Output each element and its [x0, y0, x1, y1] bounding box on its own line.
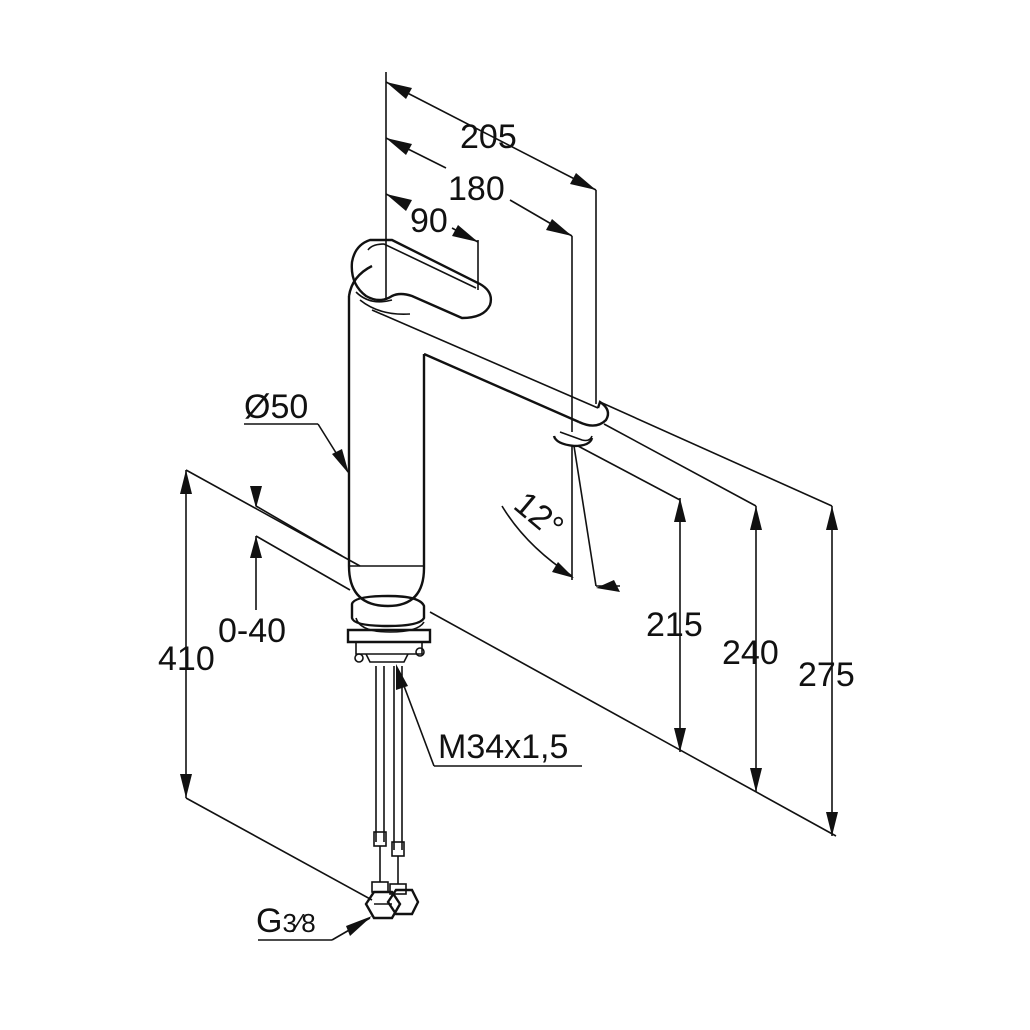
connection-fraction: 3⁄8 — [282, 908, 315, 938]
dim-diameter-label: Ø50 — [244, 388, 308, 426]
mounting-set — [346, 594, 432, 663]
dim-connection-label: G3⁄8 — [256, 902, 316, 940]
dim-adjust-label: 0-40 — [218, 612, 286, 650]
dim-180-label: 180 — [448, 170, 505, 208]
connection-main: G — [256, 902, 282, 940]
thread-leader — [396, 664, 582, 767]
lever-handle — [350, 238, 493, 320]
faucet-body — [347, 264, 610, 608]
dim-240-label: 240 — [722, 634, 779, 672]
left-dimensions — [180, 469, 373, 901]
dim-275-label: 275 — [798, 656, 855, 694]
connection-leader — [258, 916, 372, 941]
dim-410-label: 410 — [158, 640, 215, 678]
dim-205-label: 205 — [460, 118, 517, 156]
angle-dimension — [501, 445, 620, 592]
dim-90-label: 90 — [410, 202, 448, 240]
diameter-leader — [244, 423, 349, 474]
supply-hoses — [364, 666, 420, 920]
dim-215-label: 215 — [646, 606, 703, 644]
dim-angle-label: 12° — [507, 484, 571, 546]
top-dimensions — [385, 72, 597, 432]
right-dimensions — [429, 401, 838, 837]
dim-thread-label: M34x1,5 — [438, 728, 568, 766]
